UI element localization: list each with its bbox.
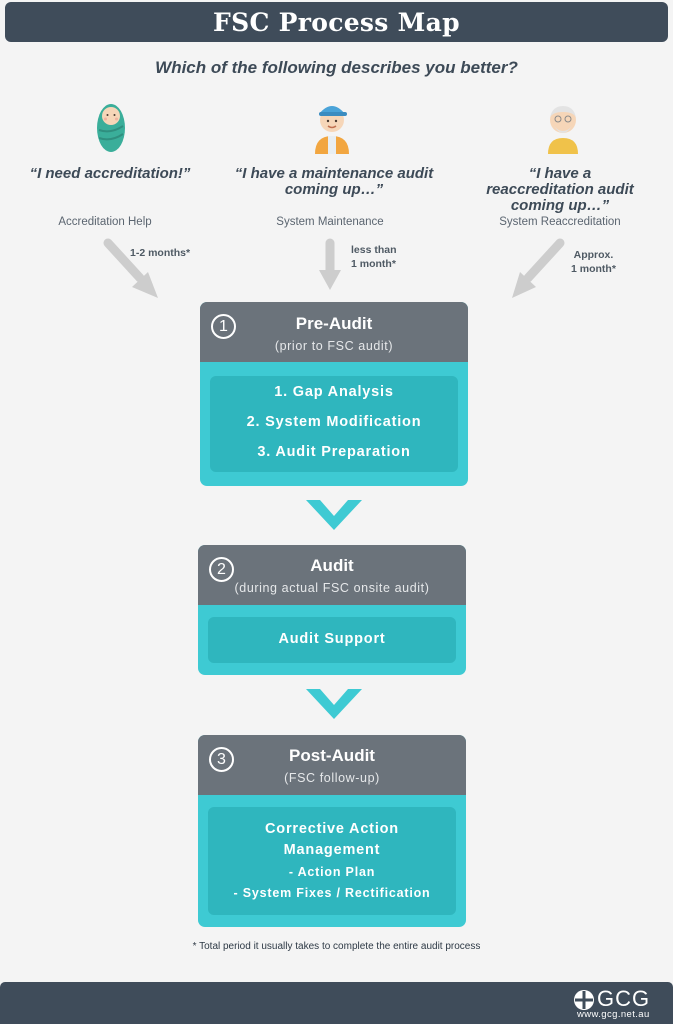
stage-header: 1 Pre-Audit (prior to FSC audit) <box>200 302 468 362</box>
service-label-maintenance: System Maintenance <box>276 216 384 228</box>
step-item: Audit Support <box>278 631 386 647</box>
arrow-reaccreditation <box>523 238 565 283</box>
stage-subtitle: (during actual FSC onsite audit) <box>234 581 430 595</box>
persona-arrows <box>103 238 565 298</box>
quote-line: coming up…” <box>510 197 610 214</box>
persona-quote-maintenance: “I have a maintenance audit coming up…” <box>220 166 448 198</box>
quote-line: “I need accreditation!” <box>29 165 191 182</box>
service-label-accreditation: Accreditation Help <box>58 216 152 228</box>
stage-title: Post-Audit <box>289 746 375 765</box>
title-bar: FSC Process Map <box>5 2 668 42</box>
chevron-down-icon <box>306 689 362 719</box>
gcg-logo-icon <box>574 990 594 1010</box>
stage-post-audit: 3 Post-Audit (FSC follow-up) Corrective … <box>198 735 466 927</box>
quote-line: coming up…” <box>284 181 384 198</box>
stage-number-badge: 2 <box>209 557 234 582</box>
duration-reaccreditation: Approx. 1 month* <box>571 248 616 276</box>
stage-pre-audit: 1 Pre-Audit (prior to FSC audit) 1. Gap … <box>200 302 468 486</box>
page-title: FSC Process Map <box>213 7 460 37</box>
footnote: * Total period it usually takes to compl… <box>192 941 481 952</box>
footer-logo-text: GCG <box>597 986 651 1011</box>
stage-header: 3 Post-Audit (FSC follow-up) <box>198 735 466 795</box>
stage-steps-panel: Audit Support <box>208 617 456 663</box>
duration-accreditation: 1-2 months* <box>130 246 190 260</box>
arrowhead-reaccreditation <box>512 272 536 298</box>
elder-icon <box>548 106 578 154</box>
baby-icon <box>97 104 125 152</box>
step-item: Corrective Action <box>265 821 399 837</box>
persona-quote-accreditation: “I need accreditation!” <box>10 166 210 182</box>
stage-title: Audit <box>310 556 354 575</box>
footer-bar <box>0 982 673 1024</box>
duration-line: 1 month* <box>351 258 396 270</box>
step-item: - Action Plan <box>288 865 376 879</box>
stage-subtitle: (prior to FSC audit) <box>274 339 394 353</box>
duration-line: 1-2 months* <box>130 247 191 259</box>
service-label-reaccreditation: System Reaccreditation <box>499 216 621 228</box>
duration-maintenance: less than 1 month* <box>351 243 397 271</box>
stage-header: 2 Audit (during actual FSC onsite audit) <box>198 545 466 605</box>
step-item: 3. Audit Preparation <box>257 444 411 460</box>
arrowhead-maintenance <box>319 270 341 290</box>
duration-line: less than <box>351 244 397 256</box>
stage-steps-panel: 1. Gap Analysis 2. System Modification 3… <box>210 376 458 472</box>
step-item: 1. Gap Analysis <box>274 384 394 400</box>
stage-subtitle: (FSC follow-up) <box>284 771 380 785</box>
duration-line: 1 month* <box>571 263 616 275</box>
stage-steps-panel: Corrective Action Management - Action Pl… <box>208 807 456 915</box>
quote-line: reaccreditation audit <box>486 181 634 198</box>
chevron-down-icon <box>306 500 362 530</box>
persona-quote-reaccreditation: “I have a reaccreditation audit coming u… <box>470 166 650 214</box>
step-item: Management <box>283 842 381 858</box>
worker-icon <box>315 106 349 154</box>
step-item: - System Fixes / Rectification <box>233 886 431 900</box>
step-item: 2. System Modification <box>246 414 422 430</box>
arrow-accreditation <box>103 238 145 283</box>
quote-line: “I have a <box>528 165 592 182</box>
arrowhead-accreditation <box>132 272 158 298</box>
stage-number-badge: 3 <box>209 747 234 772</box>
duration-line: Approx. <box>573 249 614 261</box>
stage-number-badge: 1 <box>211 314 236 339</box>
stage-title: Pre-Audit <box>295 314 373 333</box>
question-heading: Which of the following describes you bet… <box>155 58 518 77</box>
stage-audit: 2 Audit (during actual FSC onsite audit)… <box>198 545 466 675</box>
footer-website: www.gcg.net.au <box>577 1009 650 1020</box>
quote-line: “I have a maintenance audit <box>234 165 434 182</box>
